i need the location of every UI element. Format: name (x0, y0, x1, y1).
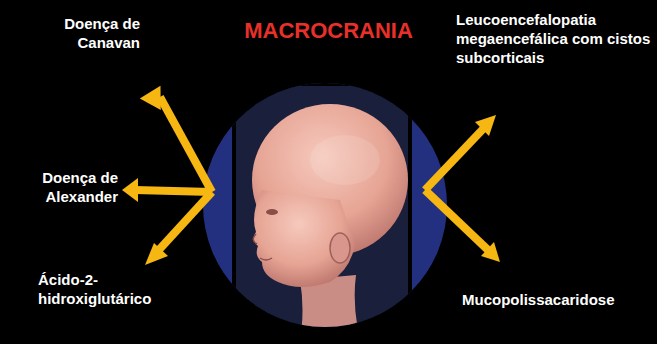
arrow (160, 97, 212, 192)
arrow (425, 190, 488, 250)
arrow (135, 190, 212, 192)
eye (266, 209, 278, 215)
arrow-head (145, 243, 168, 265)
arrow-head (140, 80, 171, 110)
arrows (122, 80, 500, 265)
arrow-head (481, 242, 500, 262)
disease-label: Ácido-2-hidroxiglutárico (38, 270, 178, 308)
arrow-head (475, 115, 496, 136)
mouth (260, 258, 272, 260)
face (253, 190, 355, 287)
ear (330, 233, 350, 263)
arrow (157, 192, 212, 252)
highlight (310, 135, 380, 185)
arrow (425, 128, 484, 190)
arrow-head (122, 178, 138, 202)
nose (253, 234, 257, 244)
disease-label: Doença de Canavan (40, 14, 140, 52)
disease-label: Leucoencefalopatia megaencefálica com ci… (456, 10, 652, 67)
disease-label: Mucopolissacaridose (462, 290, 652, 309)
disease-label: Doença de Alexander (10, 168, 118, 206)
